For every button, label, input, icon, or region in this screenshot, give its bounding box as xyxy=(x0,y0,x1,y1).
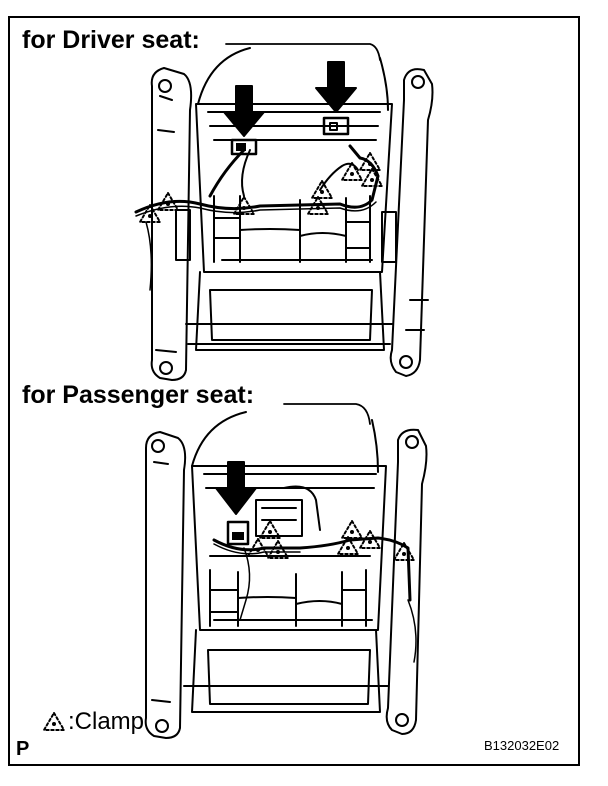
driver-seat-title: for Driver seat: xyxy=(22,26,200,54)
driver-arrow-left xyxy=(223,85,265,137)
passenger-seat-title: for Passenger seat: xyxy=(22,381,255,409)
passenger-seat-frame xyxy=(144,403,428,739)
clamp-triangle-icon xyxy=(43,712,65,731)
passenger-arrow xyxy=(215,461,257,515)
driver-seat-frame xyxy=(134,43,434,381)
page-mark: P xyxy=(16,738,30,760)
driver-arrow-right xyxy=(315,61,357,113)
figure-code: B132032E02 xyxy=(484,738,560,753)
legend-clamp-label: :Clamp xyxy=(68,708,145,735)
